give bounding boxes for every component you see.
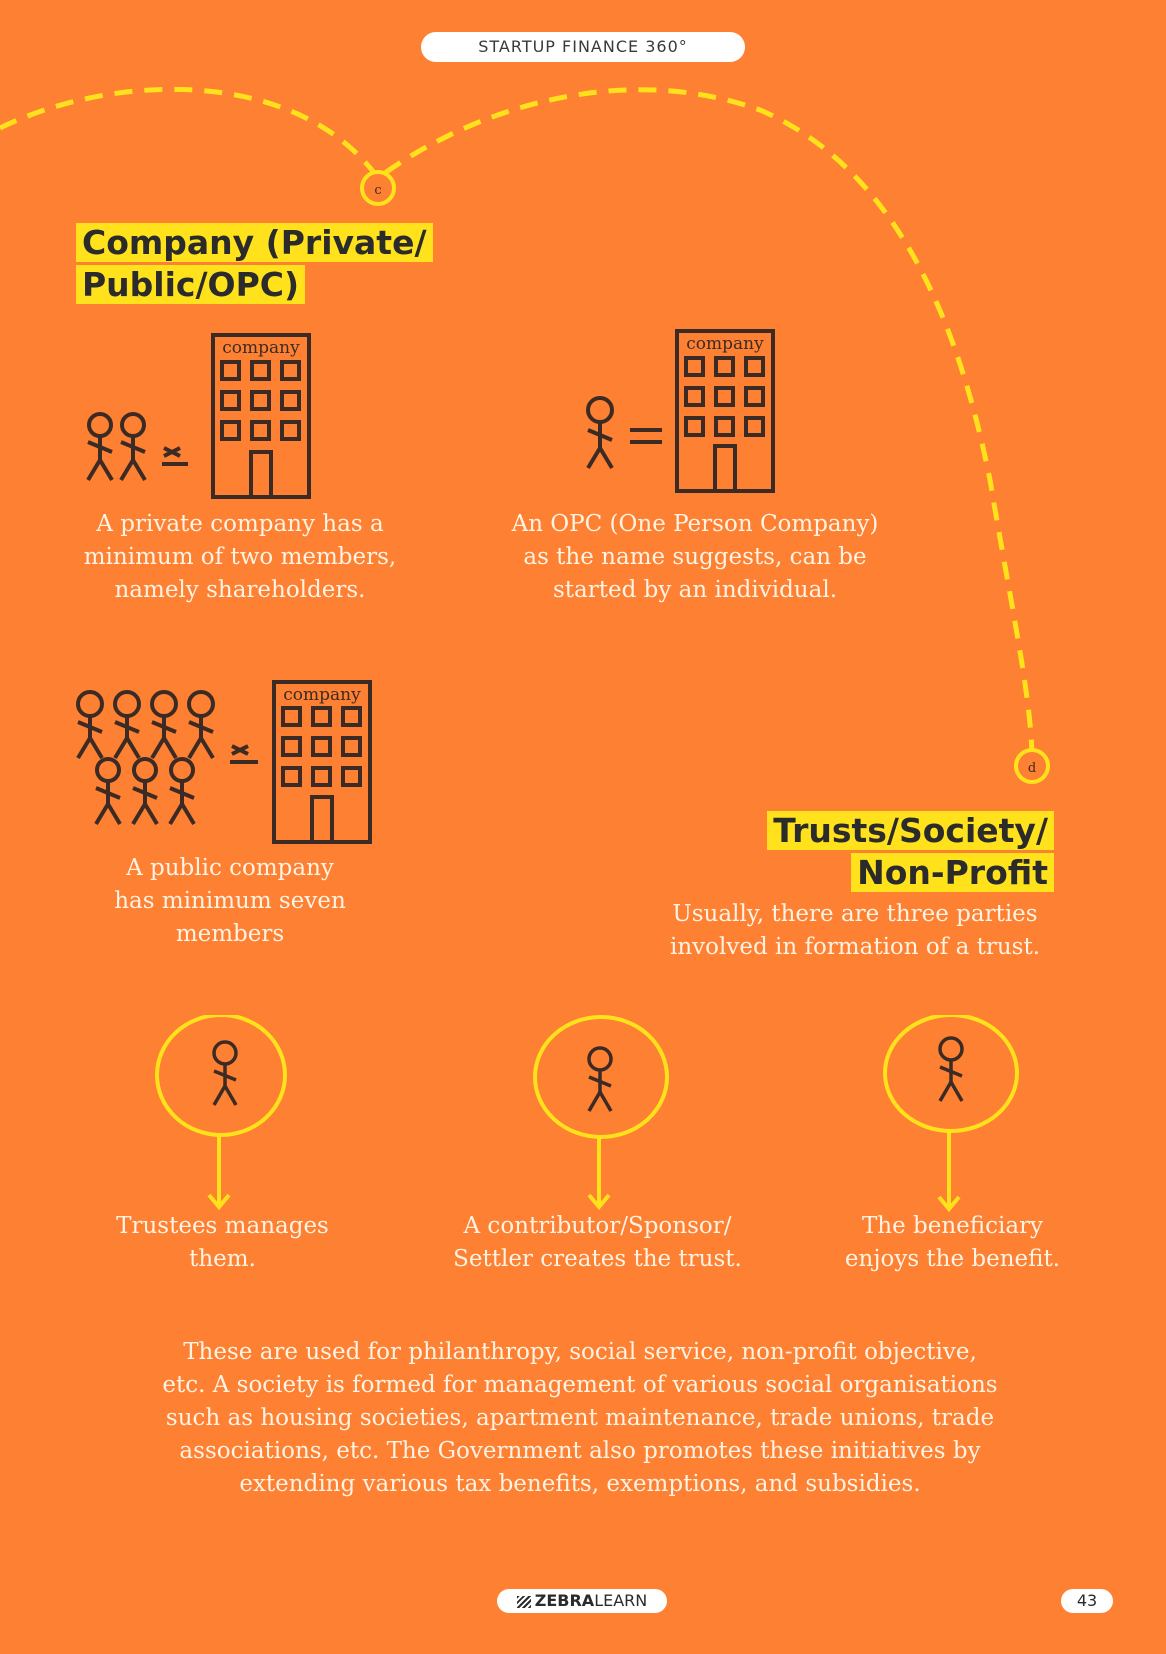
svg-text:company: company <box>222 338 300 358</box>
brand-logo: ZEBRALEARN <box>497 1589 667 1613</box>
contributor-caption: A contributor/Sponsor/ Settler creates t… <box>453 1213 742 1272</box>
closing-paragraph: These are used for philanthropy, social … <box>162 1339 998 1497</box>
company-title-line1: Company (Private/ <box>76 223 433 262</box>
svg-text:company: company <box>283 685 361 705</box>
trustees-caption: Trustees manages them. <box>116 1213 329 1272</box>
private-company-illustration: company <box>86 333 311 499</box>
trust-intro: Usually, there are three parties involve… <box>669 901 1041 960</box>
zebra-icon <box>516 1595 531 1608</box>
public-company-illustration: company <box>76 680 372 844</box>
opc-illustration: company <box>586 329 775 493</box>
svg-text:c: c <box>374 183 381 198</box>
header-title: STARTUP FINANCE 360° <box>421 32 745 62</box>
trust-section-title: Trusts/Society/ Non-Profit <box>767 810 1054 894</box>
svg-text:d: d <box>1028 761 1036 776</box>
beneficiary-caption: The beneficiary enjoys the benefit. <box>844 1213 1061 1272</box>
path-marker-d <box>1014 748 1050 784</box>
company-section-title: Company (Private/ Public/OPC) <box>76 222 433 306</box>
trust-title-line1: Trusts/Society/ <box>767 811 1054 850</box>
opc-caption: An OPC (One Person Company) as the name … <box>511 511 879 603</box>
path-marker-c <box>360 170 396 206</box>
trust-title-line2: Non-Profit <box>851 853 1054 892</box>
svg-text:company: company <box>686 334 764 354</box>
company-title-line2: Public/OPC) <box>76 265 306 304</box>
trust-parties-illustration <box>155 1015 1019 1213</box>
page-number: 43 <box>1061 1589 1113 1613</box>
public-company-caption: A public company has minimum seven membe… <box>114 855 346 947</box>
private-company-caption: A private company has a minimum of two m… <box>83 511 397 603</box>
